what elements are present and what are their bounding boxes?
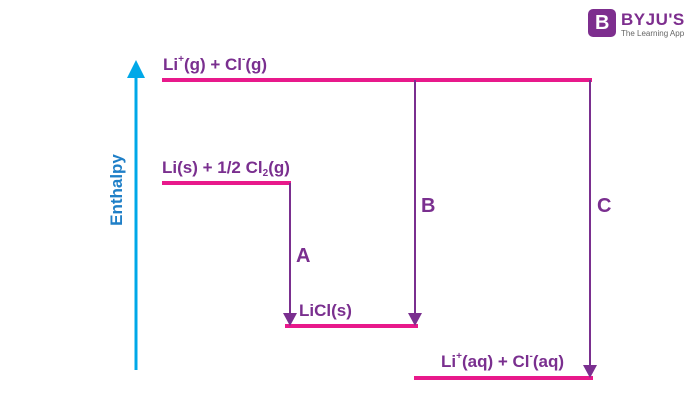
label-licl-solid: LiCl(s) (299, 301, 352, 320)
arrow-label-a: A (296, 245, 311, 267)
label-elements: Li(s) + 1/2 Cl2(g) (162, 158, 290, 179)
label-aqueous: Li+(aq) + Cl-(aq) (441, 351, 565, 371)
arrow-label-c: C (597, 195, 612, 217)
byjus-logo: B BYJU'S The Learning App (588, 9, 693, 43)
logo-tagline: The Learning App (621, 29, 685, 38)
arrow-label-b: B (421, 195, 436, 217)
logo-name: BYJU'S (621, 10, 685, 29)
arrow-b (408, 80, 422, 326)
enthalpy-axis-arrow (127, 60, 145, 370)
label-gas-ions: Li+(g) + Cl-(g) (163, 54, 268, 74)
arrow-a (283, 183, 297, 326)
logo-mark-icon: B (588, 9, 616, 37)
arrow-c (583, 80, 597, 378)
enthalpy-axis-label: Enthalpy (107, 154, 126, 226)
